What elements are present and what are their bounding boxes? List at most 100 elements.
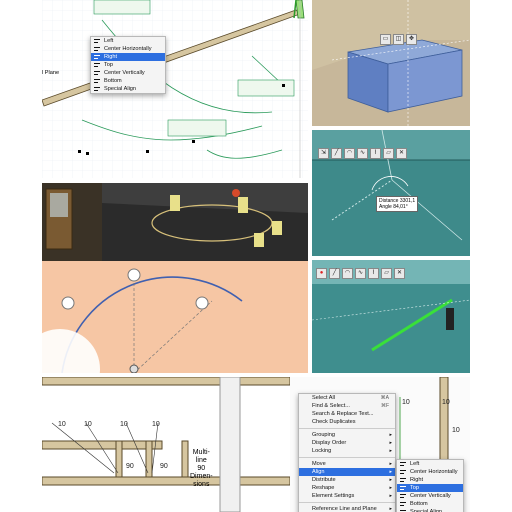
line-icon[interactable]: ╱ — [329, 268, 340, 279]
menu-item-label: Right — [410, 477, 424, 483]
angle-value[interactable]: 84,01° — [393, 204, 408, 210]
dim-2[interactable]: 10 — [84, 421, 92, 428]
shape-icon[interactable]: ▱ — [383, 148, 394, 159]
menu-item-label: Move — [312, 461, 326, 467]
line-toolbar: ● ╱ ◠ ∿ ⌇ ▱ ✕ — [316, 268, 405, 279]
menu-item-label: Center Horizontally — [104, 46, 152, 52]
menu-separator — [299, 502, 395, 503]
distance-value[interactable]: 3301,1 — [399, 198, 416, 204]
panel-dimensions: 10 10 10 10 90 90 Multi- line 90 Dimen- … — [42, 377, 290, 512]
panel-interior-lamps — [42, 183, 308, 261]
curve-icon[interactable]: ∿ — [357, 148, 368, 159]
align-bottom-icon — [400, 502, 406, 506]
interior-canvas[interactable] — [42, 183, 308, 261]
spline-icon[interactable]: ⌇ — [370, 148, 381, 159]
align-left-icon — [400, 462, 406, 466]
menu-item-display-order[interactable]: Display Order▸ — [299, 439, 395, 447]
menu-item-select-all[interactable]: Select All ⌘A — [299, 394, 395, 402]
menu-item-label: Left — [104, 38, 114, 44]
offset-icon[interactable]: ◫ — [393, 34, 404, 45]
dim-a[interactable]: 10 — [402, 399, 410, 406]
menu-item-label: Check Duplicates — [312, 419, 356, 425]
align-right-icon — [400, 478, 406, 482]
ml-line: Multi- — [192, 449, 210, 456]
submenu-arrow-icon: ▸ — [389, 506, 392, 512]
menu-item-reference-line-and-plane[interactable]: Reference Line and Plane▸ — [299, 505, 395, 512]
shortcut-label: ⌘F — [380, 403, 389, 409]
menu-item-center-vertically[interactable]: Center Vertically — [91, 69, 165, 77]
menu-item-grouping[interactable]: Grouping▸ — [299, 431, 395, 439]
floor-arc-canvas[interactable] — [42, 261, 308, 373]
menu-item-bottom[interactable]: Bottom — [397, 500, 463, 508]
submenu-arrow-icon: ▸ — [389, 461, 392, 467]
tools-icon[interactable]: ✕ — [396, 148, 407, 159]
menu-item-check-duplicates[interactable]: Check Duplicates — [299, 418, 395, 426]
dim-5[interactable]: 90 — [126, 463, 134, 470]
align-top-icon — [94, 63, 100, 67]
menu-separator — [299, 428, 395, 429]
ml-line: line — [195, 457, 207, 464]
menu-item-find-select[interactable]: Find & Select... ⌘F — [299, 402, 395, 410]
align-left-icon — [94, 39, 100, 43]
menu-item-label: Find & Select... — [312, 403, 350, 409]
menu-item-left[interactable]: Left — [397, 460, 463, 468]
menu-item-align[interactable]: Align▸ — [299, 468, 395, 476]
arc-icon[interactable]: ◠ — [342, 268, 353, 279]
distance-readout: Distance 3301,1 Angle 84,01° — [376, 196, 419, 212]
submenu-arrow-icon: ▸ — [389, 485, 392, 491]
menu-item-label: Top — [104, 62, 114, 68]
record-icon[interactable]: ● — [316, 268, 327, 279]
menu-item-label: Center Horizontally — [410, 469, 458, 475]
arc-icon[interactable]: ◠ — [344, 148, 355, 159]
menu-item-label: Center Vertically — [104, 70, 145, 76]
dimensions-canvas[interactable] — [42, 377, 290, 512]
menu-item-right[interactable]: Right — [91, 53, 165, 61]
3d-box-canvas[interactable] — [312, 0, 470, 126]
menu-item-center-horizontally[interactable]: Center Horizontally — [397, 468, 463, 476]
menu-item-special-align[interactable]: Special Align — [91, 85, 165, 93]
shape-icon[interactable]: ▱ — [381, 268, 392, 279]
menu-item-reshape[interactable]: Reshape▸ — [299, 484, 395, 492]
menu-item-search-replace-text[interactable]: Search & Replace Text... — [299, 410, 395, 418]
menu-item-label: Select All — [312, 395, 336, 401]
tools-icon[interactable]: ✕ — [394, 268, 405, 279]
menu-item-center-vertically[interactable]: Center Vertically — [397, 492, 463, 500]
menu-item-bottom[interactable]: Bottom — [91, 77, 165, 85]
curve-icon[interactable]: ∿ — [355, 268, 366, 279]
plan-canvas[interactable] — [42, 0, 308, 178]
spline-icon[interactable]: ⌇ — [368, 268, 379, 279]
dim-1[interactable]: 10 — [58, 421, 66, 428]
move-icon[interactable]: ✥ — [406, 34, 417, 45]
menu-item-element-settings[interactable]: Element Settings▸ — [299, 492, 395, 500]
menu-item-locking[interactable]: Locking▸ — [299, 447, 395, 455]
dim-4[interactable]: 10 — [152, 421, 160, 428]
cursor-icon[interactable]: ⇲ — [318, 148, 329, 159]
menu-item-top[interactable]: Top — [91, 61, 165, 69]
align-bottom-icon — [94, 79, 100, 83]
push-pull-icon[interactable]: ▭ — [380, 34, 391, 45]
dim-b[interactable]: 10 — [442, 399, 450, 406]
shortcut-label: ⌘A — [380, 395, 389, 401]
line-icon[interactable]: ╱ — [331, 148, 342, 159]
menu-item-label: Right — [104, 54, 118, 60]
menu-item-special-align[interactable]: Special Align — [397, 508, 463, 512]
submenu-arrow-icon: ▸ — [389, 432, 392, 438]
menu-item-right[interactable]: Right — [397, 476, 463, 484]
special-align-icon — [400, 510, 406, 511]
menu-item-left[interactable]: Left — [91, 37, 165, 45]
menu-item-move[interactable]: Move ▸ — [299, 460, 395, 468]
dim-c[interactable]: 10 — [452, 427, 460, 434]
menu-item-label: Top — [410, 485, 420, 491]
dim-3[interactable]: 10 — [120, 421, 128, 428]
menu-item-distribute[interactable]: Distribute▸ — [299, 476, 395, 484]
menu-item-label: Left — [410, 461, 420, 467]
dim-6[interactable]: 90 — [160, 463, 168, 470]
menu-item-top[interactable]: Top — [397, 484, 463, 492]
multiline-dimension[interactable]: Multi- line 90 Dimen- sions — [190, 449, 213, 489]
ml-line: 90 — [197, 465, 206, 472]
menu-item-center-horizontally[interactable]: Center Horizontally — [91, 45, 165, 53]
